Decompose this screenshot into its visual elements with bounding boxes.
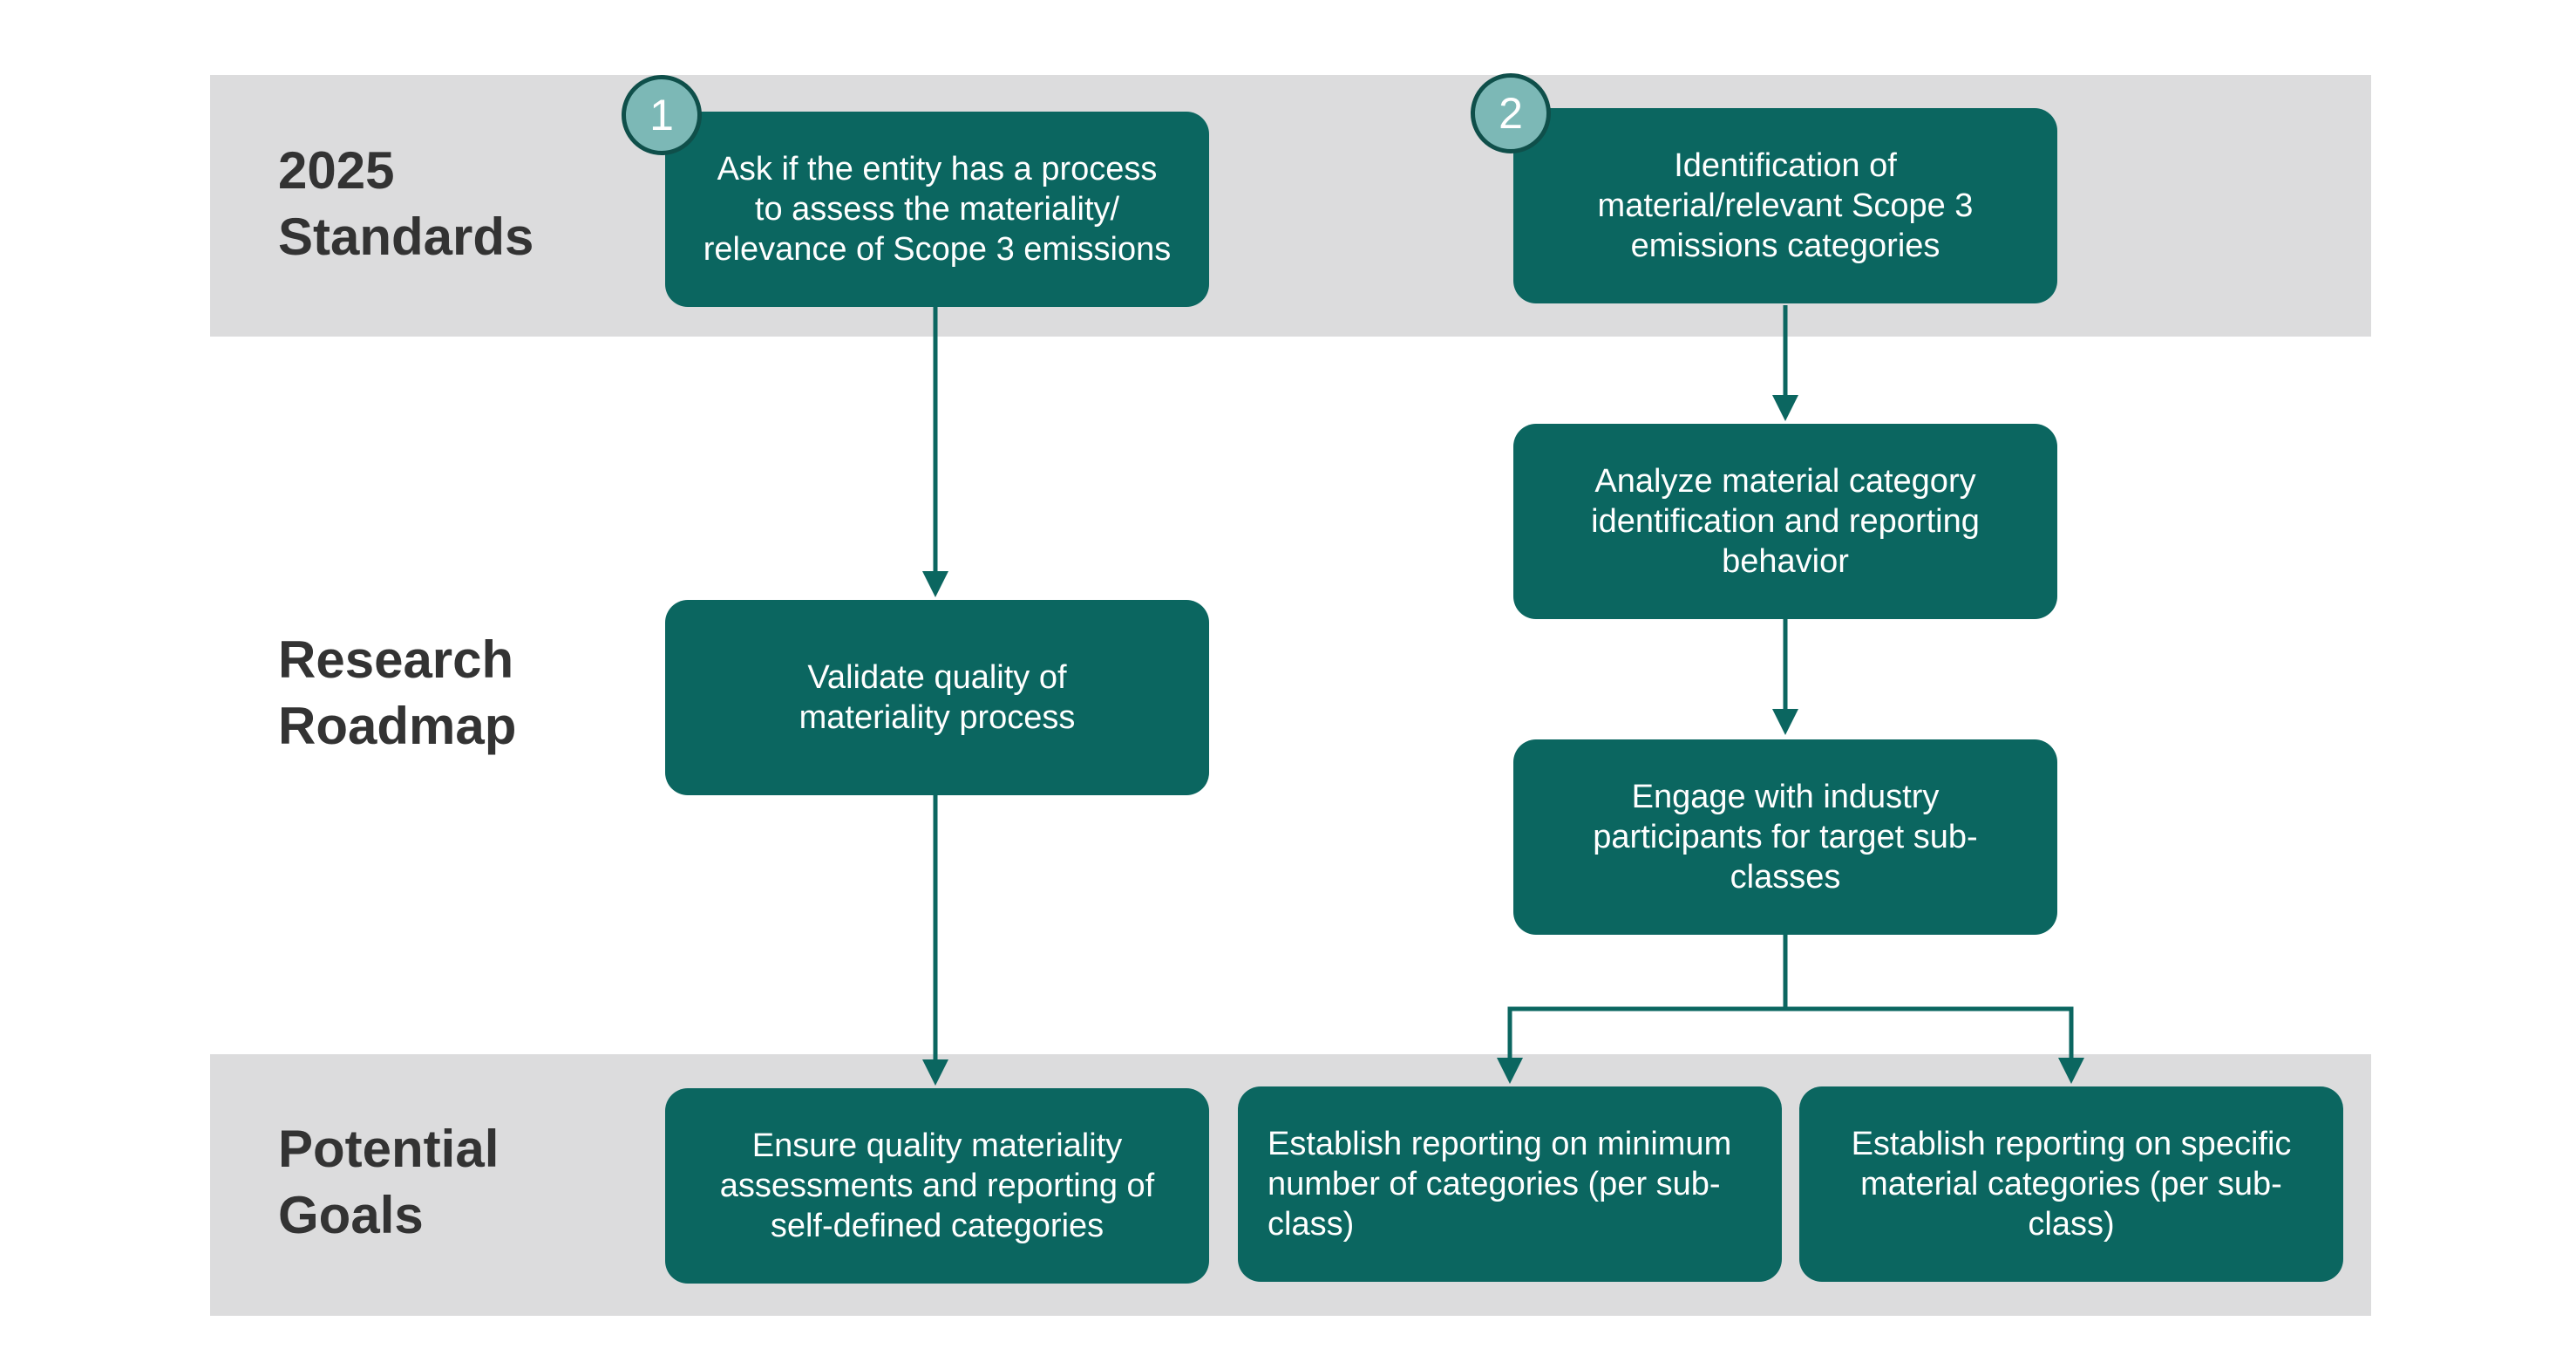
- arrow-engage-to-minimum: [1497, 935, 1788, 1084]
- row-label-line: Roadmap: [278, 697, 517, 755]
- node-text-line: class): [2028, 1206, 2115, 1243]
- node-ensure: Ensure quality materiality assessments a…: [665, 1088, 1209, 1284]
- node-text-line: behavior: [1722, 543, 1849, 580]
- row-label-line: Goals: [278, 1186, 424, 1244]
- node-identification: Identification of material/relevant Scop…: [1513, 108, 2057, 303]
- node-text-line: class): [1268, 1206, 1355, 1243]
- node-text-line: to assess the materiality/: [754, 191, 1120, 228]
- arrow-engage-to-specific: [1785, 1006, 2084, 1084]
- node-minimum-categories: Establish reporting on minimum number of…: [1238, 1086, 1782, 1282]
- node-text-line: Engage with industry: [1631, 779, 1940, 815]
- row-label-line: Standards: [278, 208, 534, 266]
- node-text-line: Establish reporting on specific: [1851, 1126, 2292, 1162]
- node-engage: Engage with industry participants for ta…: [1513, 739, 2057, 935]
- row-label-standards: 2025 Standards: [278, 138, 534, 270]
- row-label-line: Potential: [278, 1120, 500, 1178]
- step-badge-2: 2: [1471, 73, 1551, 153]
- node-text-line: Ensure quality materiality: [751, 1127, 1123, 1164]
- node-text-line: relevance of Scope 3 emissions: [703, 231, 1172, 268]
- node-text-line: Analyze material category: [1594, 463, 1976, 500]
- node-text-line: number of categories (per sub-: [1268, 1166, 1721, 1202]
- step-badge-1: 1: [622, 75, 702, 155]
- row-label-goals: Potential Goals: [278, 1116, 499, 1249]
- node-text-line: self-defined categories: [770, 1208, 1104, 1244]
- row-label-line: Research: [278, 630, 514, 689]
- node-text-line: assessments and reporting of: [719, 1168, 1155, 1204]
- node-text-line: material/relevant Scope 3: [1597, 187, 1974, 224]
- node-validate: Validate quality of materiality process: [665, 600, 1209, 795]
- node-text-line: participants for target sub-: [1593, 819, 1978, 855]
- node-ask-process: Ask if the entity has a process to asses…: [665, 112, 1209, 307]
- node-analyze: Analyze material category identification…: [1513, 424, 2057, 619]
- node-text-line: material categories (per sub-: [1860, 1166, 2282, 1202]
- node-text-line: classes: [1730, 859, 1841, 896]
- node-text-line: materiality process: [799, 699, 1076, 736]
- node-text-line: Establish reporting on minimum: [1268, 1126, 1732, 1162]
- node-text-line: Validate quality of: [807, 659, 1067, 696]
- row-label-roadmap: Research Roadmap: [278, 627, 516, 759]
- row-label-line: 2025: [278, 141, 395, 200]
- node-text-line: Ask if the entity has a process: [717, 151, 1158, 187]
- node-text-line: emissions categories: [1630, 228, 1940, 264]
- node-specific-categories: Establish reporting on specific material…: [1799, 1086, 2343, 1282]
- node-text-line: Identification of: [1674, 147, 1897, 184]
- node-text-line: identification and reporting: [1591, 503, 1980, 540]
